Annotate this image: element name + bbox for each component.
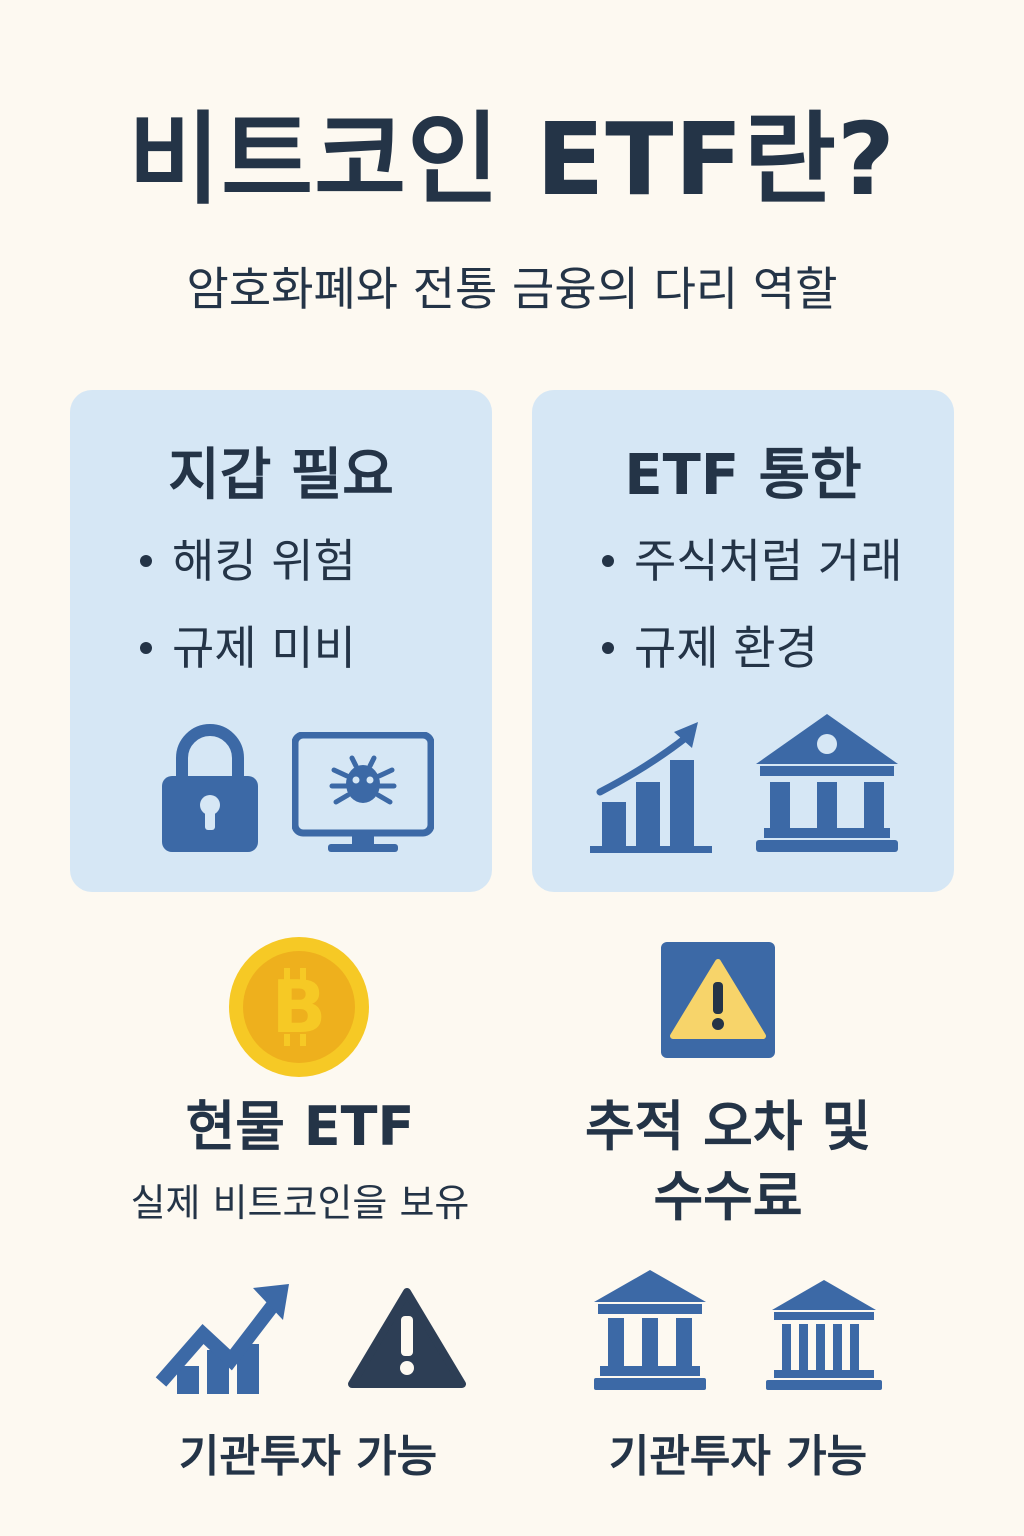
page-title: 비트코인 ETF란? bbox=[128, 101, 896, 218]
card-title: 지갑 필요 bbox=[168, 443, 394, 508]
card-etf: ETF 통한 주식처럼 거래 규제 환경 bbox=[532, 390, 954, 892]
tracking-error-line2: 수수료 bbox=[653, 1165, 803, 1229]
bullet-dot bbox=[140, 554, 152, 567]
bullet-dot bbox=[140, 641, 152, 654]
trend-up-icon bbox=[155, 1284, 289, 1394]
bitcoin-coin-icon: B bbox=[229, 937, 369, 1077]
spot-etf-description: 실제 비트코인을 보유 bbox=[130, 1181, 470, 1225]
bank-icon bbox=[766, 1280, 882, 1390]
page-subtitle: 암호화폐와 전통 금융의 다리 역할 bbox=[186, 262, 838, 316]
spot-etf-title: 현물 ETF bbox=[185, 1095, 415, 1158]
warning-icon bbox=[661, 942, 775, 1058]
lock-icon bbox=[162, 724, 258, 852]
bank-icon bbox=[756, 714, 898, 852]
card-title: ETF 통한 bbox=[624, 443, 862, 508]
bullet-item: 규제 환경 bbox=[602, 612, 818, 678]
monitor-bug-icon bbox=[292, 732, 434, 852]
bullet-item: 해킹 위험 bbox=[140, 525, 356, 591]
bullet-text: 해킹 위험 bbox=[172, 534, 356, 588]
growth-chart-icon bbox=[590, 722, 712, 853]
institutional-label-left: 기관투자 가능 bbox=[178, 1431, 438, 1482]
bullet-text: 규제 환경 bbox=[634, 621, 818, 675]
tracking-error-title: 추적 오차 및 수수료 bbox=[528, 1092, 928, 1232]
card-wallet: 지갑 필요 해킹 위험 규제 미비 bbox=[70, 390, 492, 892]
bullet-dot bbox=[602, 641, 614, 654]
bullet-item: 규제 미비 bbox=[140, 612, 356, 678]
bullet-text: 규제 미비 bbox=[172, 621, 356, 675]
bullet-dot bbox=[602, 554, 614, 567]
bullet-text: 주식처럼 거래 bbox=[634, 534, 903, 588]
bank-icon bbox=[594, 1270, 706, 1390]
institutional-label-right: 기관투자 가능 bbox=[608, 1431, 868, 1482]
tracking-error-line1: 추적 오차 및 bbox=[585, 1095, 871, 1158]
svg-text:B: B bbox=[272, 965, 327, 1049]
warning-triangle-icon bbox=[348, 1288, 466, 1388]
bullet-item: 주식처럼 거래 bbox=[602, 525, 903, 591]
